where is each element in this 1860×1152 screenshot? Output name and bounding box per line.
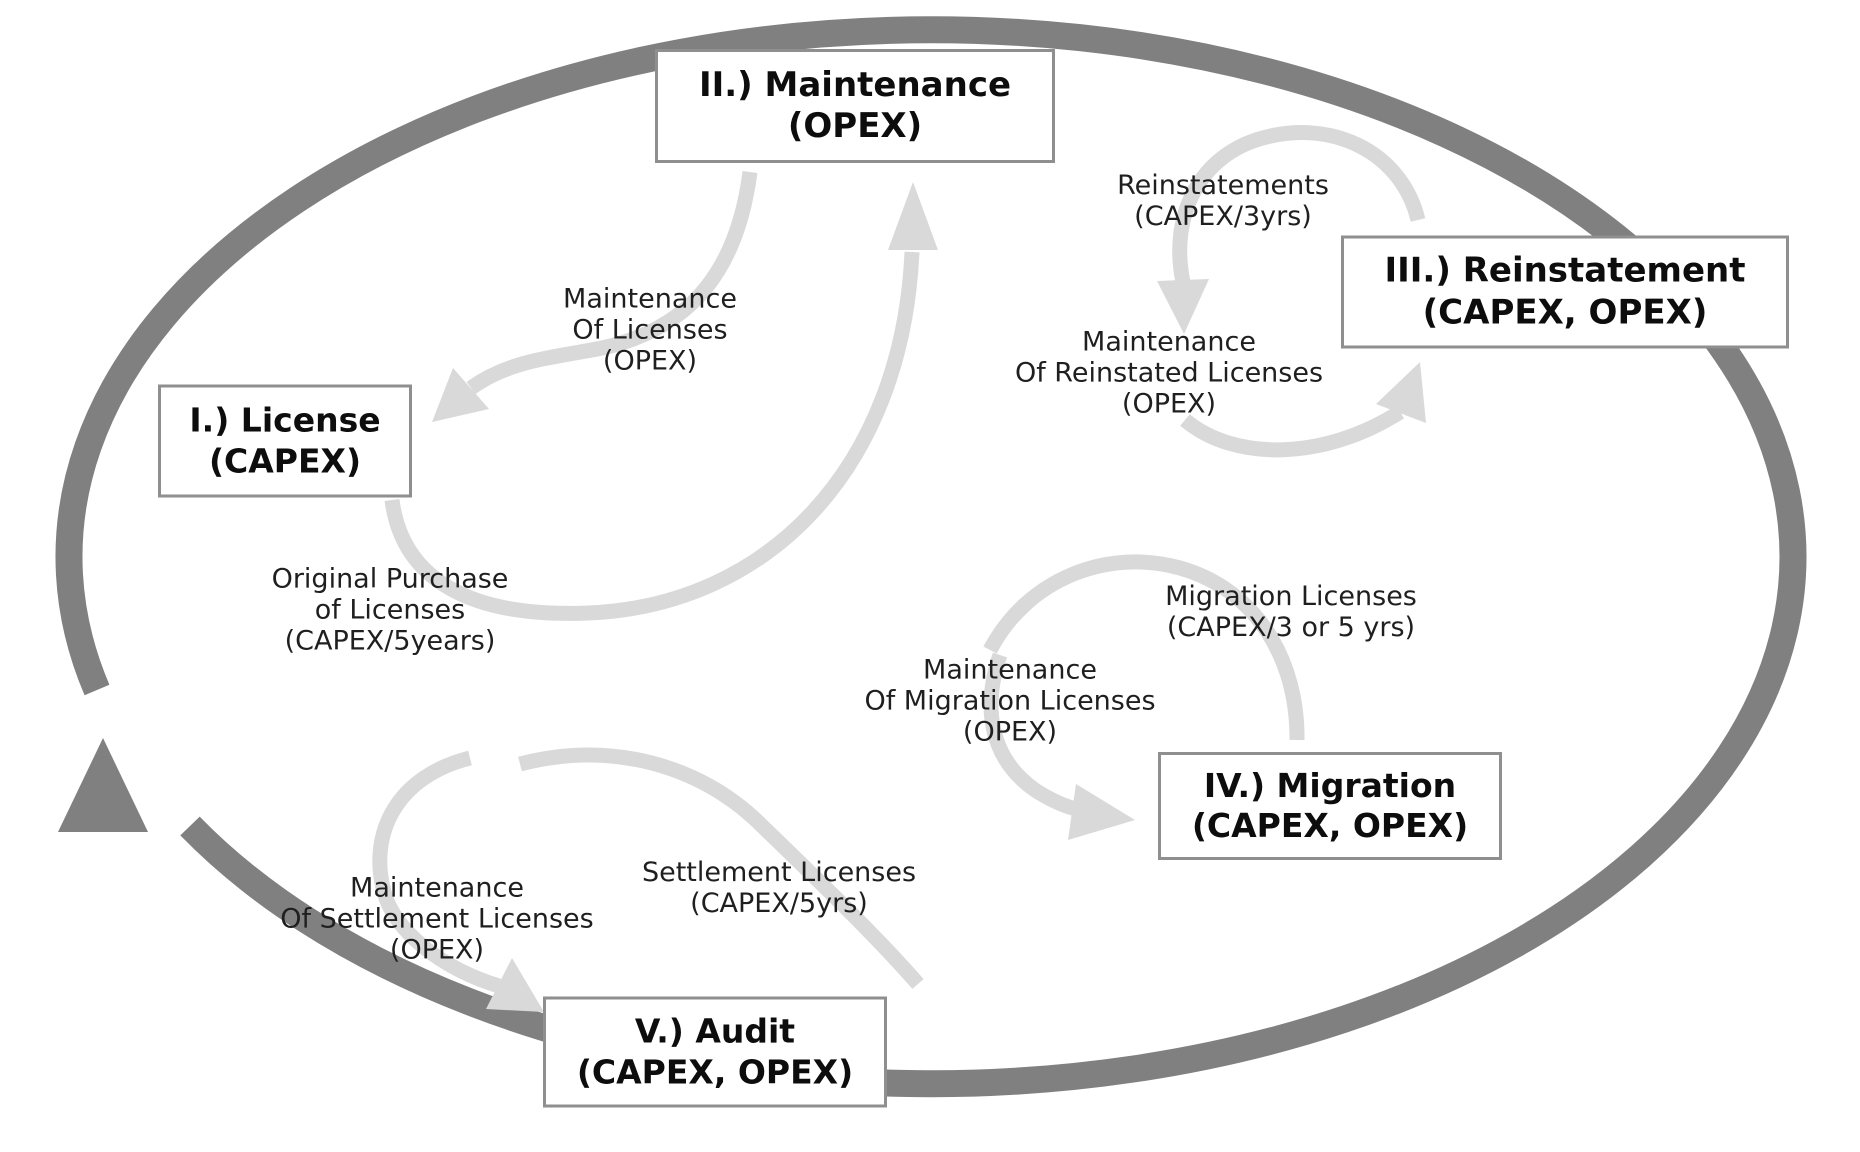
edge-label-line: (OPEX) (602, 345, 698, 377)
node-migration-title: IV.) Migration (1203, 765, 1457, 805)
arrowhead-into-reinstatement-icon (1376, 362, 1426, 423)
arc-reinstatements (1172, 125, 1426, 284)
edge-label-maintenance-of-licenses: Maintenance Of Licenses (OPEX) (563, 284, 737, 377)
edge-label-line: Of Reinstated Licenses (1014, 357, 1324, 389)
edge-label-maintenance-of-migration: Maintenance Of Migration Licenses (OPEX) (864, 655, 1155, 748)
node-migration: IV.) Migration (CAPEX, OPEX) (1158, 752, 1502, 860)
arc-settlement-licenses (518, 747, 924, 989)
edge-label-line: Migration Licenses (1165, 581, 1417, 612)
node-audit: V.) Audit (CAPEX, OPEX) (543, 996, 887, 1108)
edge-label-line: Of Licenses (572, 314, 728, 346)
edge-label-line: (OPEX) (1121, 388, 1217, 420)
edge-label-line: Of Migration Licenses (864, 685, 1156, 717)
edge-label-line: Maintenance (350, 872, 524, 904)
edge-label-migration-licenses: Migration Licenses (CAPEX/3 or 5 yrs) (1165, 581, 1417, 643)
node-audit-title: V.) Audit (634, 1011, 796, 1051)
node-maintenance: II.) Maintenance (OPEX) (655, 49, 1055, 163)
arc-into-audit (372, 750, 502, 994)
arc-maintenance-to-license (466, 171, 758, 395)
edge-label-maintenance-of-settlement: Maintenance Of Settlement Licenses (OPEX… (280, 873, 593, 966)
node-reinstatement-subtitle: (CAPEX, OPEX) (1422, 292, 1708, 332)
edge-label-line: Of Settlement Licenses (280, 903, 594, 935)
node-reinstatement-title: III.) Reinstatement (1384, 250, 1746, 291)
arc-migration-licenses (983, 554, 1305, 741)
node-license-subtitle: (CAPEX) (208, 441, 362, 480)
arrowhead-into-migration-icon (1068, 784, 1135, 840)
edge-label-line: of Licenses (314, 594, 466, 626)
edge-label-line: Maintenance (563, 283, 737, 315)
main-cycle-arrowhead-icon (58, 738, 148, 832)
arrowhead-into-audit-icon (486, 958, 544, 1012)
edge-label-line: Original Purchase (271, 563, 509, 595)
edge-label-line: (CAPEX/3 or 5 yrs) (1166, 612, 1416, 643)
arrowhead-reinstatements-icon (1157, 279, 1209, 334)
edge-label-settlement-licenses: Settlement Licenses (CAPEX/5yrs) (642, 857, 916, 919)
edge-label-original-purchase: Original Purchase of Licenses (CAPEX/5ye… (272, 564, 509, 657)
edge-label-maintenance-of-reinstated: Maintenance Of Reinstated Licenses (OPEX… (1015, 327, 1323, 420)
node-migration-subtitle: (CAPEX, OPEX) (1191, 806, 1469, 845)
edge-label-line: Reinstatements (1117, 170, 1329, 201)
edge-label-line: Maintenance (1082, 326, 1256, 358)
edge-label-line: (OPEX) (962, 716, 1058, 748)
node-license-title: I.) License (189, 400, 381, 440)
edge-label-line: (CAPEX/5yrs) (690, 888, 868, 919)
edge-label-line: (OPEX) (389, 934, 485, 966)
arrowhead-into-license-icon (432, 368, 489, 422)
arrowhead-into-maintenance-icon (888, 182, 938, 250)
edge-label-line: Settlement Licenses (641, 857, 917, 888)
edge-label-line: Maintenance (923, 654, 1097, 686)
edge-label-reinstatements: Reinstatements (CAPEX/3yrs) (1117, 170, 1329, 232)
arc-license-to-maintenance (384, 251, 920, 621)
node-license: I.) License (CAPEX) (158, 384, 412, 498)
arc-into-migration (983, 652, 1082, 818)
node-maintenance-subtitle: (OPEX) (787, 106, 923, 146)
node-maintenance-title: II.) Maintenance (698, 64, 1012, 105)
node-audit-subtitle: (CAPEX, OPEX) (576, 1052, 854, 1091)
edge-label-line: (CAPEX/3yrs) (1134, 201, 1312, 232)
edge-label-line: (CAPEX/5years) (284, 625, 496, 657)
arc-into-reinstatement (1180, 405, 1405, 458)
node-reinstatement: III.) Reinstatement (CAPEX, OPEX) (1341, 235, 1789, 349)
